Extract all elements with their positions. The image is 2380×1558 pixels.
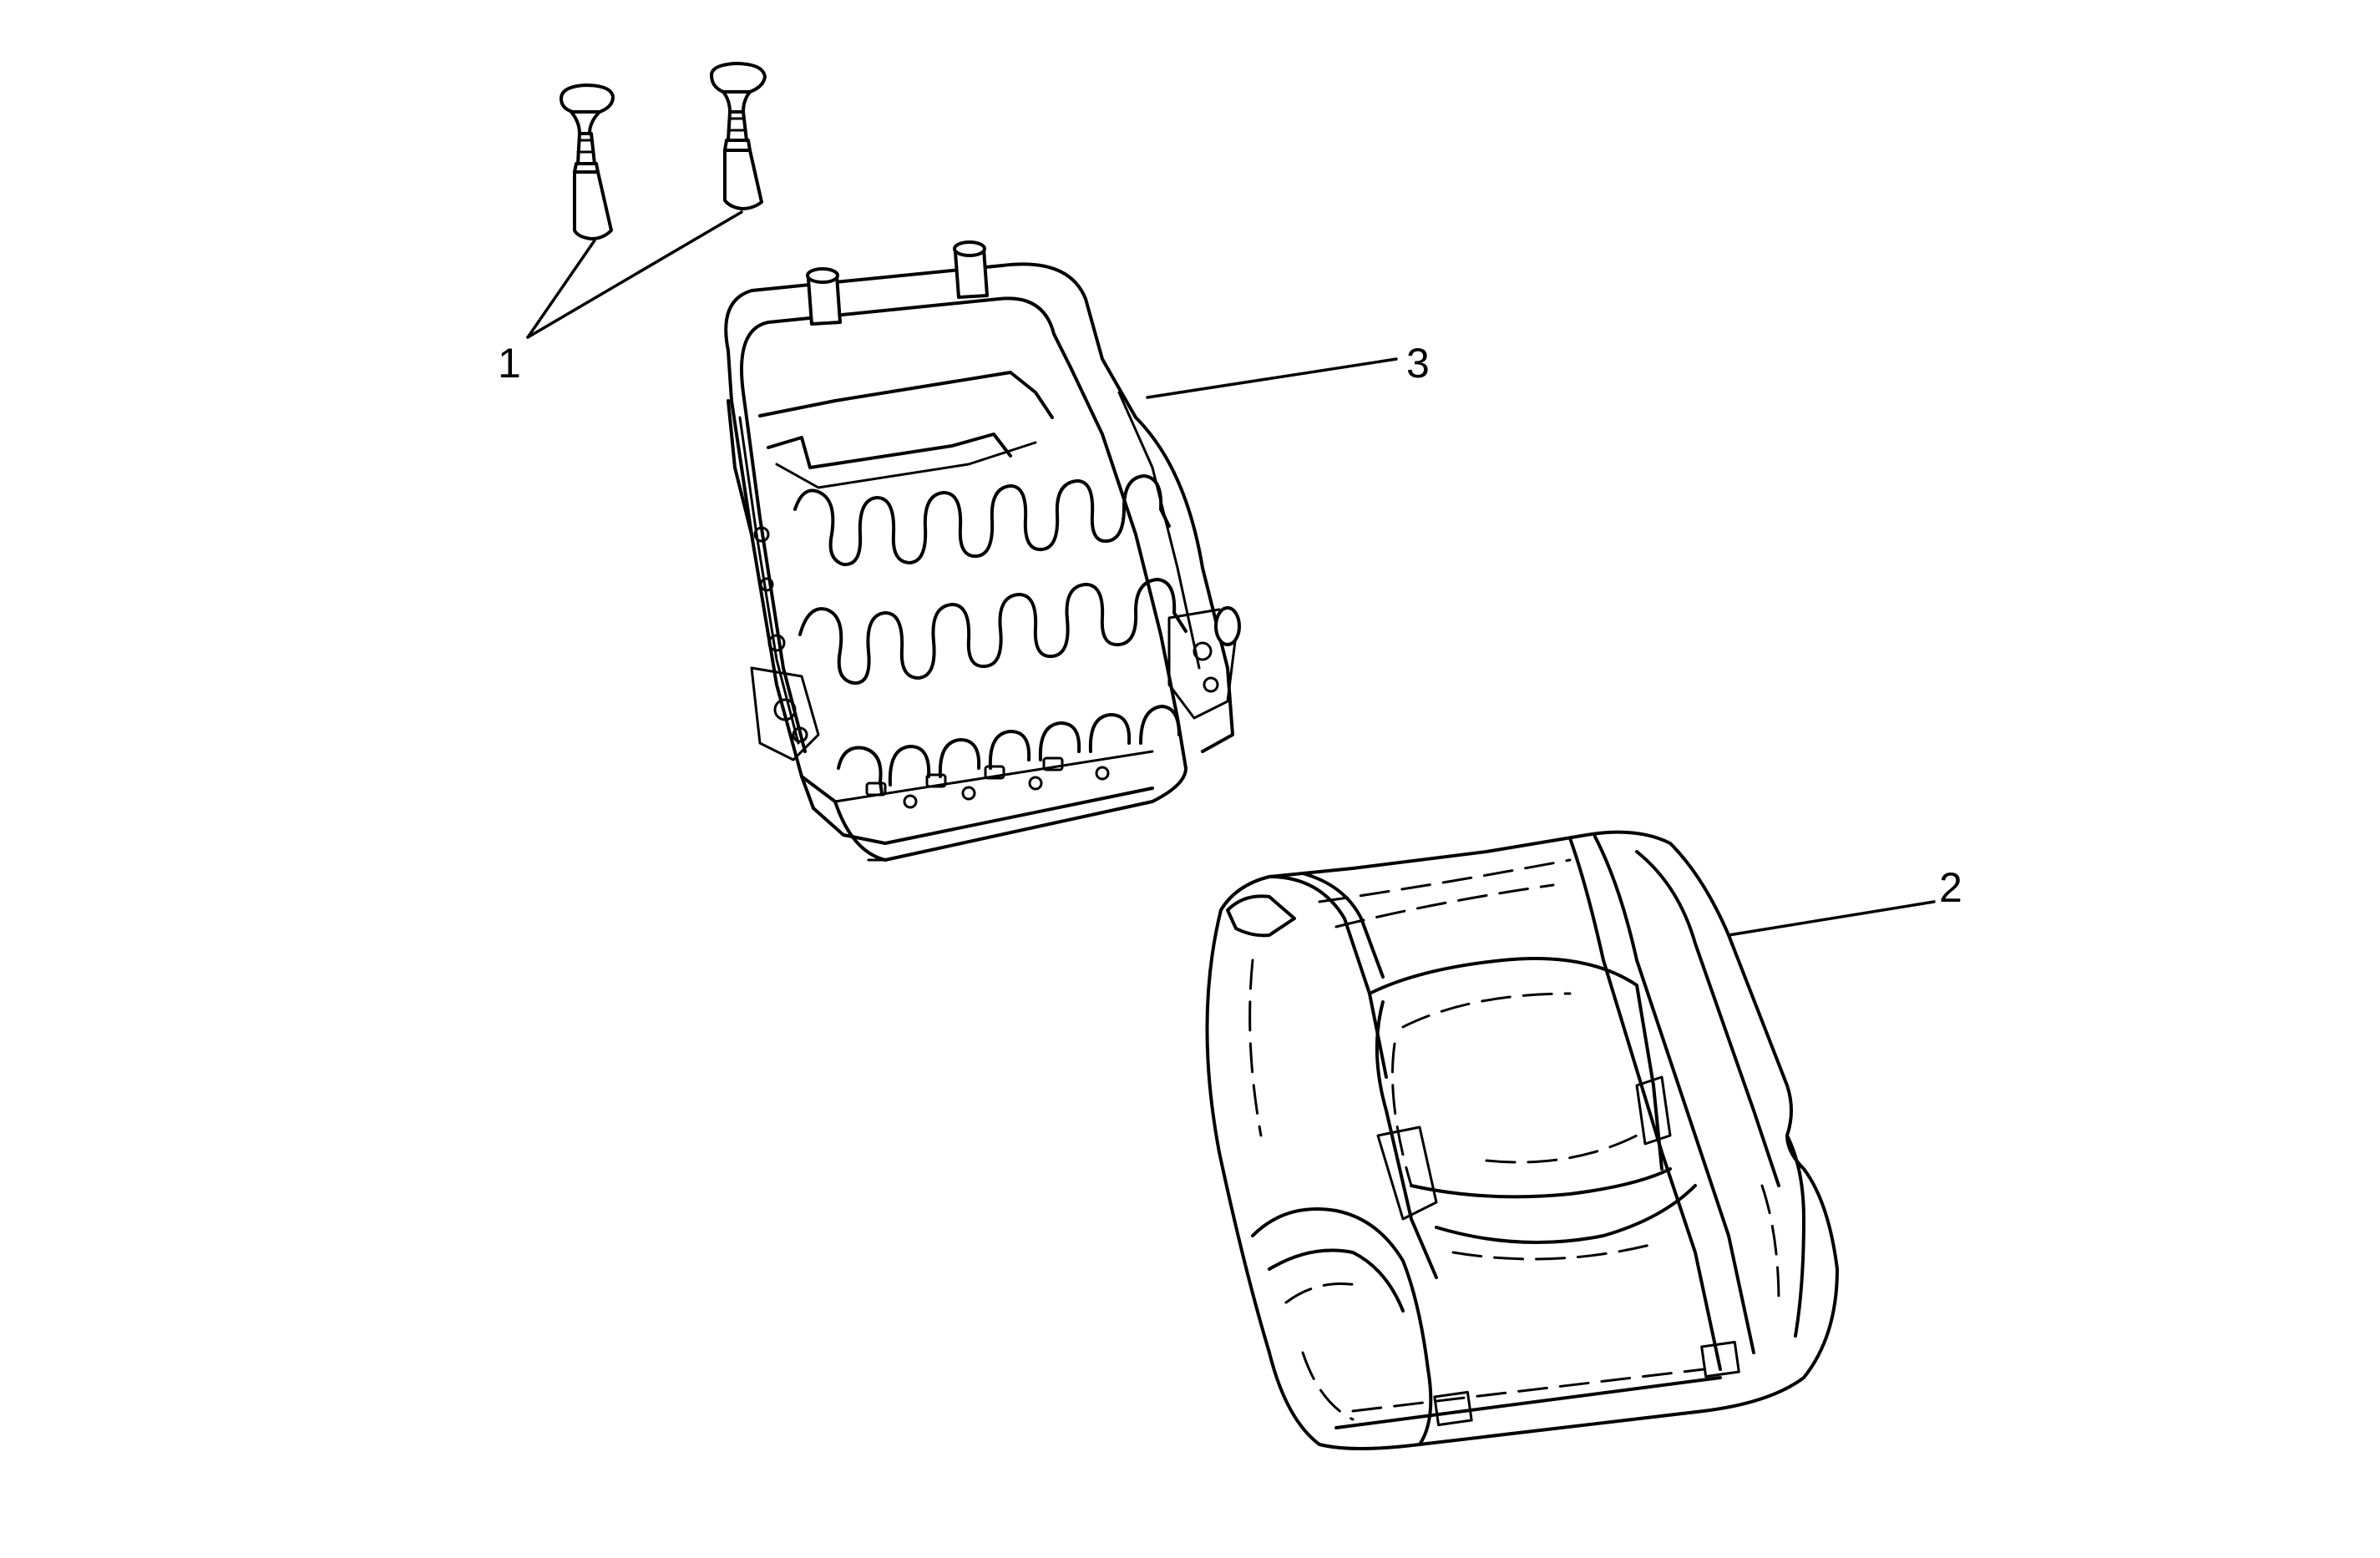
guide-pin-left: [560, 83, 615, 240]
callout-2-leader: [1727, 900, 1936, 937]
seat-back-springs: [793, 474, 1187, 795]
seat-back-cover: [1205, 830, 1839, 1450]
callout-label-3: 3: [1406, 340, 1430, 387]
callout-label-1: 1: [498, 340, 521, 387]
callout-1-leaders: [526, 210, 743, 339]
seat-back-frame: [724, 240, 1241, 862]
guide-pin-right: [710, 62, 767, 210]
callout-3-leader: [1146, 357, 1398, 399]
callout-label-2: 2: [1939, 864, 1962, 911]
